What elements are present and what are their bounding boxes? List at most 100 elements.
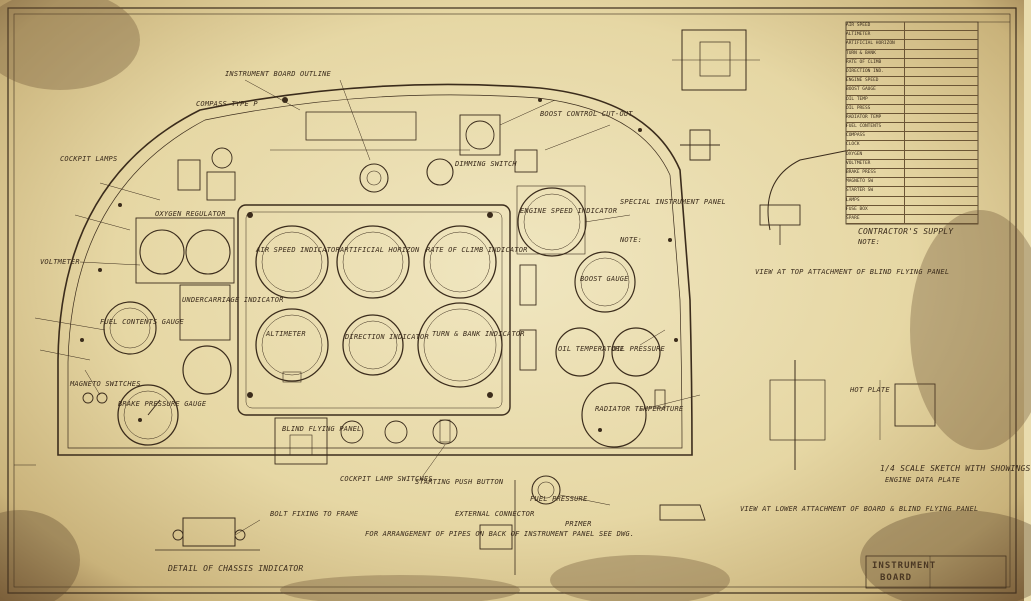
table-row-value [904,86,978,95]
table-row-value [904,205,978,214]
top-right-assembly [659,29,936,521]
label-undercarriage: UNDERCARRIAGE INDICATOR [182,296,284,304]
table-row: CLOCK [846,141,978,151]
label-dimming: DIMMING SWITCH [455,160,517,168]
label-fuel-contents: FUEL CONTENTS GAUGE [100,318,184,326]
label-engine-speed: ENGINE SPEED INDICATOR [520,207,618,215]
table-row: ALTIMETER [846,31,978,41]
right-instrument-group [516,185,666,448]
table-row: FUEL CONTENTS [846,123,978,133]
label-boost-control: BOOST CONTROL CUT-OUT [540,110,633,118]
table-row-label: AIR SPEED [846,23,871,28]
table-row: BRAKE PRESS [846,169,978,179]
table-row-label: OIL TEMP [846,96,868,102]
table-row-value [904,169,978,178]
label-rate-climb: RATE OF CLIMB INDICATOR [426,246,528,254]
label-voltmeter: VOLTMETER [40,258,80,266]
air-speed-gauge [255,225,329,299]
label-oxygen: OXYGEN REGULATOR [155,210,226,218]
table-row-label: FUEL CONTENTS [846,124,882,130]
rate-of-climb-gauge [423,225,497,299]
label-notes-2: NOTE: [620,236,643,244]
table-row-value [904,113,978,123]
label-for-arrangement: FOR ARRANGEMENT OF PIPES ON BACK OF INST… [365,530,635,538]
table-row-value [904,132,978,141]
table-row-value [904,67,978,77]
table-row-label: CLOCK [846,142,860,148]
table-row-label: BOOST GAUGE [846,87,876,93]
leader-lines [34,79,701,536]
label-radiator: RADIATOR TEMPERATURE [595,405,684,413]
table-row-label: FUSE BOX [846,206,868,212]
title-line-2: BOARD [880,573,913,583]
table-row-value [904,49,978,58]
table-row-label: ARTIFICIAL HORIZON [846,41,895,47]
direction-indicator-gauge [342,314,404,376]
table-row: OIL TEMP [846,95,978,105]
label-brake: BRAKE PRESSURE GAUGE [118,400,207,408]
table-row: AIR SPEED [846,22,978,32]
title-line-1: INSTRUMENT [872,561,937,571]
table-row: LAMPS [846,196,978,206]
table-row-label: ALTIMETER [846,32,871,38]
table-row: OIL PRESS [846,104,978,114]
label-special-instr: SPECIAL INSTRUMENT PANEL [620,198,726,206]
table-row-value [904,187,978,196]
label-detail-chassis: DETAIL OF CHASSIS INDICATOR [168,564,304,573]
label-magneto: MAGNETO SWITCHES [70,380,141,388]
table-row-value [904,123,978,132]
table-row: FUSE BOX [846,205,978,215]
label-compass: COMPASS TYPE P [196,100,258,108]
table-row-label: OIL PRESS [846,105,871,111]
table-row: RADIATOR TEMP [846,113,978,124]
blind-flying-panel [237,204,511,416]
table-row-value [904,178,978,187]
label-blind-flying: BLIND FLYING PANEL [282,425,362,433]
table-row-value [904,104,978,113]
table-row: TURN & BANK [846,49,978,59]
label-oil-press: OIL PRESSURE [612,345,665,353]
label-turn-bank: TURN & BANK INDICATOR [432,330,525,338]
label-instr-outline: INSTRUMENT BOARD OUTLINE [225,70,331,78]
table-row-label: MAGNETO SW [846,179,874,185]
table-row: COMPASS [846,132,978,142]
table-row-value [904,22,978,31]
table-row: ENGINE SPEED [846,77,978,87]
table-row-value [904,95,978,104]
table-row: OXYGEN [846,150,978,160]
turn-bank-gauge [417,302,503,388]
top-center-group [359,114,538,193]
label-boost: BOOST GAUGE [580,275,629,283]
label-air-speed: AIR SPEED INDICATOR [256,246,340,254]
label-view-lower: VIEW AT LOWER ATTACHMENT OF BOARD & BLIN… [740,505,979,513]
left-instrument-group [82,147,236,446]
table-row-label: COMPASS [846,133,865,139]
label-altimeter: ALTIMETER [266,330,306,338]
table-row-value [904,141,978,150]
table-row-value [904,58,978,67]
label-oil-temp: OIL TEMPERATURE [558,345,625,353]
altimeter-gauge [255,308,329,383]
table-row-label: LAMPS [846,197,860,203]
bottom-panel-group [155,417,561,575]
table-row-label: RATE OF CLIMB [846,59,882,65]
table-row: STARTER SW [846,187,978,197]
label-engine-data: ENGINE DATA PLATE [885,476,961,484]
table-row-label: STARTER SW [846,188,874,194]
label-fuel-pressure: FUEL PRESSURE [530,495,588,503]
label-view-top: VIEW AT TOP ATTACHMENT OF BLIND FLYING P… [755,268,950,276]
table-row-label: BRAKE PRESS [846,170,876,175]
label-hot-plate: HOT PLATE [850,386,890,394]
table-row: RATE OF CLIMB [846,58,978,68]
table-row-value [904,150,978,159]
table-row-label: VOLTMETER [846,160,871,166]
label-cockpit-lamps: COCKPIT LAMPS [60,155,118,163]
table-row-label: DIRECTION IND. [846,68,884,74]
title-box [865,555,1007,589]
table-row-label: ENGINE SPEED [846,78,879,84]
table-row-label: OXYGEN [846,151,863,157]
table-row-value [904,77,978,86]
